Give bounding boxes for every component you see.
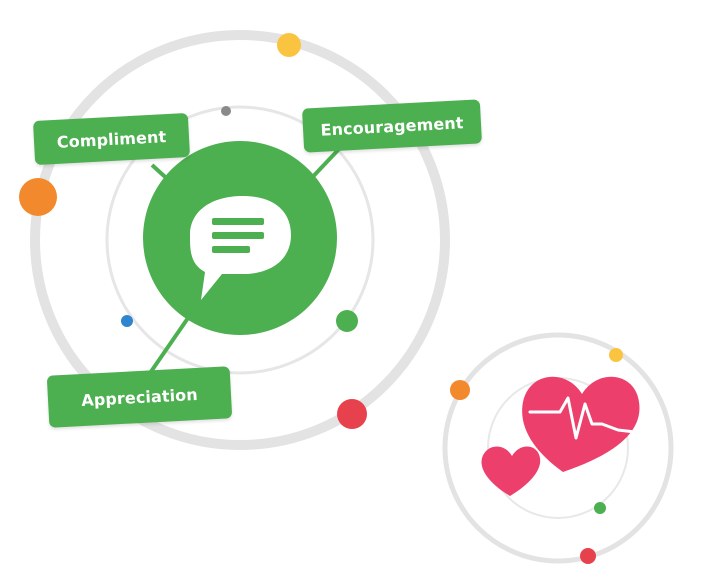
orbit-dot-blue (121, 315, 133, 327)
heartbeat-hearts-icon (481, 376, 640, 496)
orbit-dot-green (336, 310, 358, 332)
orbit-dot-yellow (277, 33, 301, 57)
orbit-dot-grey (221, 106, 231, 116)
outer-orbit-ring (30, 30, 450, 450)
tag-compliment-label: Compliment (56, 126, 167, 152)
hearts-dot-green (594, 502, 606, 514)
orbit-dot-red (337, 399, 367, 429)
tag-encouragement: Encouragement (301, 99, 483, 153)
tag-appreciation-label: Appreciation (80, 384, 199, 410)
hearts-dot-red (580, 548, 596, 564)
hearts-outer-ring (442, 332, 674, 564)
inner-orbit-ring (105, 105, 375, 375)
chat-bubble-icon (190, 196, 291, 300)
tag-encouragement-label: Encouragement (320, 112, 464, 140)
orbit-dot-orange (19, 178, 57, 216)
tag-compliment: Compliment (32, 112, 191, 166)
connector-appreciation (146, 316, 190, 378)
hearts-dot-orange (450, 380, 470, 400)
tag-appreciation: Appreciation (46, 366, 233, 428)
hearts-dot-yellow (609, 348, 623, 362)
